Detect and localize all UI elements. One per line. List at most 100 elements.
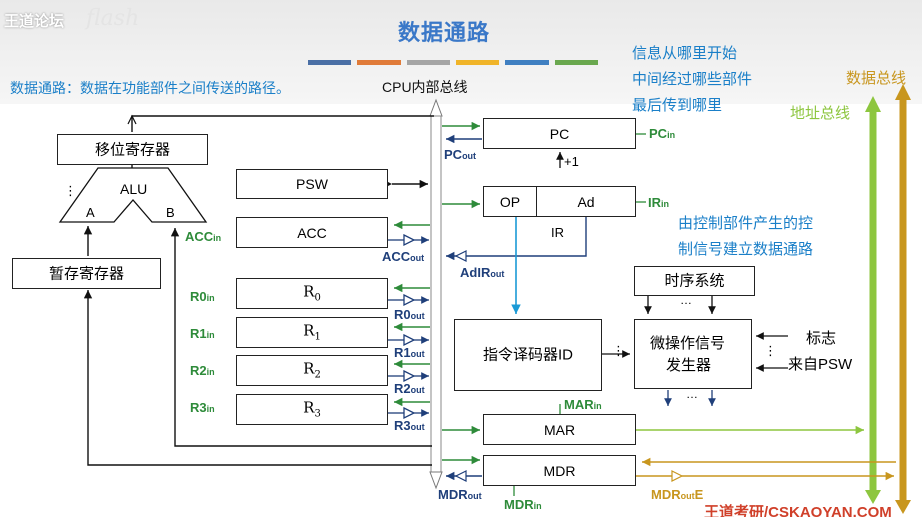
alu-label: ALU [120,181,148,197]
mdr-label: MDR [543,462,576,479]
ad-ir-out-signal: AdIRout [460,265,505,280]
r0-in-signal: R0in [190,289,215,304]
footer-brand: 王道考研/CSKAOYAN.COM [704,504,892,517]
mar-register: MAR [483,414,636,445]
r3-register: R3 [236,394,388,425]
note-line-2: 制信号建立数据通路 [678,241,814,258]
alu-input-a: A [86,205,95,220]
r1-in-signal: R1in [190,326,215,341]
shifter-register: 移位寄存器 [57,134,208,165]
instruction-decoder: 指令译码器ID [454,319,602,391]
decoder-dots: ⋮ [612,343,625,358]
r0-register: R0 [236,278,388,309]
micro-dots-right: ⋮ [764,343,777,358]
ir-ad-field: Ad [536,186,636,217]
pc-in-signal: PCin [649,126,676,141]
r2-sub: 2 [314,369,321,380]
acc-out-signal: ACCout [382,249,425,264]
note-line-1: 由控制部件产生的控 [678,215,814,232]
slide-title: 数据通路 [398,20,491,45]
ad-label: Ad [577,193,595,210]
cpu-internal-bus-label: CPU内部总线 [382,79,468,95]
ir-in-signal: IRin [648,195,669,210]
ir-label: IR [551,225,564,240]
timing-label: 时序系统 [664,272,725,290]
r1-sub: 1 [314,331,321,342]
acc-in-signal: ACCin [185,229,222,244]
mdr-register: MDR [483,455,636,486]
pc-register: PC [483,118,636,149]
timing-dots: … [680,293,692,307]
question-2: 中间经过哪些部件 [632,71,753,88]
question-3: 最后传到哪里 [632,97,723,114]
bus-to-temp-wire [83,290,432,466]
alu-shape [58,167,208,223]
ir-op-field: OP [483,186,537,217]
r2-register: R2 [236,355,388,386]
r0-out-signal: R0out [394,307,425,322]
question-1: 信息从哪里开始 [632,45,738,62]
r1-register: R1 [236,317,388,348]
alu-input-b: B [166,205,175,220]
definition-text: 数据通路：数据在功能部件之间传送的路径。 [10,80,290,96]
title-bar-segment [357,60,401,65]
ad-to-bus-wire [446,216,587,261]
micro-op-generator: 微操作信号 发生器 [634,319,752,389]
temp-label: 暂存寄存器 [48,265,124,282]
register-out-wires [388,233,429,420]
data-bus [895,84,911,514]
title-color-bar [308,60,598,65]
acc-label: ACC [297,224,327,241]
r1-base: R [303,321,315,339]
r3-in-signal: R3in [190,400,215,415]
acc-register: ACC [236,217,388,248]
cpu-internal-bus [429,98,443,490]
mdr-out-signal: MDRout [438,487,482,502]
decoder-label: 指令译码器ID [482,346,573,364]
mdr-in-signal: MDRin [504,497,542,512]
watermark-script: flash [86,6,140,31]
title-bar-segment [406,60,450,65]
r2-in-signal: R2in [190,363,215,378]
r0-sub: 0 [314,292,321,303]
r3-out-signal: R3out [394,418,425,433]
mdr-out-e-signal: MDRoutE [651,487,704,502]
op-label: OP [499,193,521,210]
title-bar-segment [455,60,500,65]
r2-base: R [303,359,315,377]
pc-label: PC [549,125,570,142]
timing-system: 时序系统 [634,266,755,296]
watermark-logo: 王道论坛 [4,13,65,30]
title-bar-segment [554,60,598,65]
r2-out-signal: R2out [394,381,425,396]
title-bar-segment [505,60,549,65]
micro-gen-line-2: 发生器 [666,357,712,374]
psw-label: PSW [296,176,328,192]
address-bus-label: 地址总线 [790,105,851,122]
data-bus-label: 数据总线 [846,70,907,87]
shifter-to-bus-wire [131,115,434,132]
r3-sub: 3 [314,408,321,419]
register-in-wires [394,220,430,407]
mar-in-signal: MARin [564,397,602,412]
address-bus [865,96,881,504]
bus-to-alu-b-wire [170,228,432,447]
micro-output-dots: … [686,387,698,401]
title-bar-segment [308,60,352,65]
shifter-label: 移位寄存器 [94,141,170,158]
r1-out-signal: R1out [394,345,425,360]
flags-line-2: 来自PSW [788,356,853,373]
flags-line-1: 标志 [806,330,837,347]
header-band [0,0,922,104]
temp-register: 暂存寄存器 [12,258,161,289]
micro-gen-line-1: 微操作信号 [650,335,726,352]
pc-out-signal: PCout [444,147,477,162]
r3-base: R [303,398,315,416]
psw-register: PSW [236,169,388,199]
pc-increment: +1 [564,154,579,169]
mar-label: MAR [543,421,576,438]
alu-control-dots: ⋮ [64,183,77,198]
r0-base: R [303,282,315,300]
